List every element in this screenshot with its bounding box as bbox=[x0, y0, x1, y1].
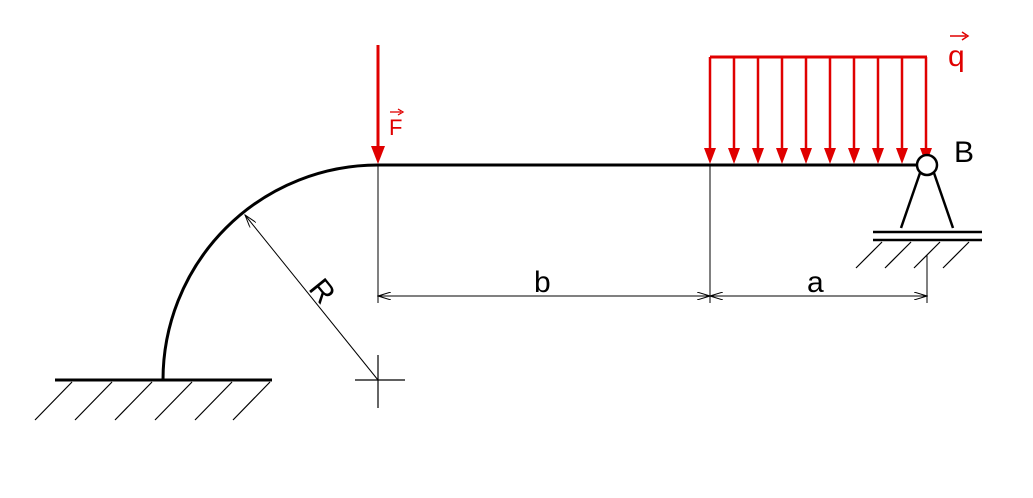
hatched-ground-icon bbox=[34, 381, 271, 421]
pin-roller-support-icon bbox=[855, 153, 982, 269]
radius-dimension-line bbox=[245, 215, 379, 381]
support-label: B bbox=[954, 136, 974, 169]
force-arrow bbox=[371, 45, 385, 164]
load-label: q bbox=[948, 40, 965, 73]
curved-beam bbox=[161, 163, 379, 381]
crosshair-icon bbox=[355, 355, 405, 408]
extension-lines bbox=[377, 165, 928, 303]
force-vector-arrow-icon bbox=[390, 108, 405, 116]
fixed-support-ground bbox=[34, 378, 272, 421]
distributed-load bbox=[704, 55, 932, 164]
dimension-a-label: a bbox=[807, 266, 824, 299]
load-vector-arrow-icon bbox=[950, 31, 970, 41]
radius-label: R bbox=[302, 273, 341, 311]
dimension-b-label: b bbox=[534, 266, 551, 299]
force-label: F bbox=[389, 115, 402, 140]
